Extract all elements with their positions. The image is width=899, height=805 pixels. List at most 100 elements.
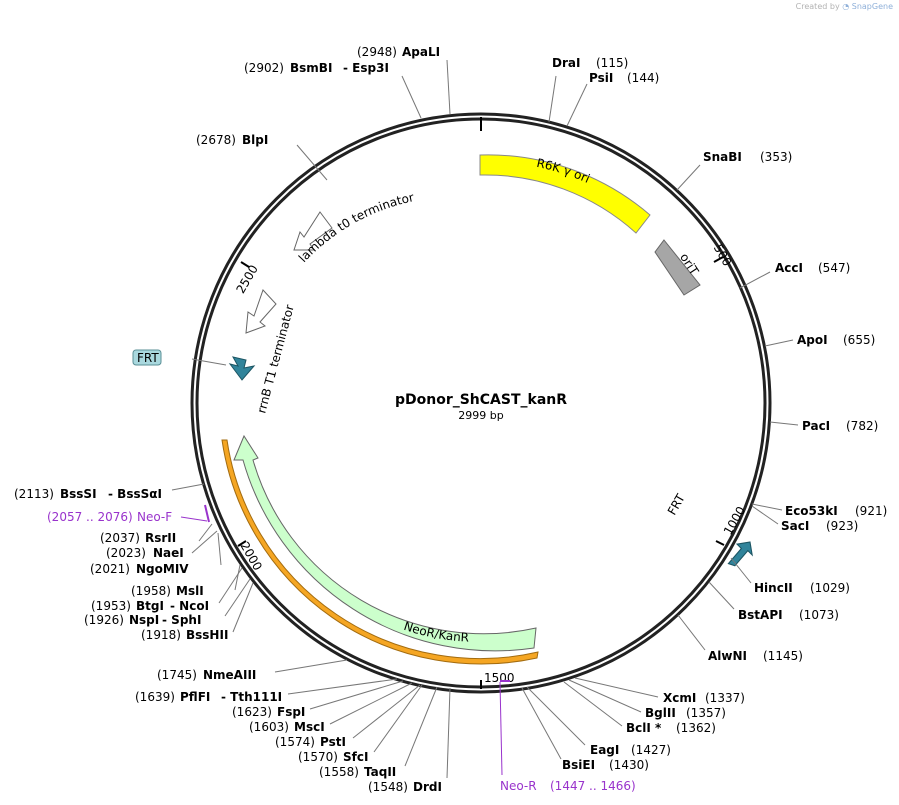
enzyme-name-2: - BssSαI bbox=[108, 487, 162, 501]
site-bsshii[interactable]: (1918) BssHII bbox=[141, 582, 254, 642]
site-bglii[interactable]: BglII (1357) bbox=[568, 679, 726, 720]
tick-1000-mark bbox=[715, 540, 725, 546]
enzyme-name: AccI bbox=[775, 261, 803, 275]
site-position: (1603) bbox=[249, 720, 289, 734]
frt-left-box-label: FRT bbox=[137, 351, 159, 365]
site-ngomiv[interactable]: (2021) NgoMIV bbox=[90, 532, 222, 576]
feature-rrnb-t1-terminator[interactable] bbox=[245, 289, 277, 334]
primer-neo-f[interactable]: (2057 .. 2076) Neo-F bbox=[47, 504, 210, 524]
feature-lambda-t0-terminator[interactable] bbox=[293, 211, 333, 251]
site-snabi[interactable]: SnaBI (353) bbox=[676, 150, 792, 191]
leader-line bbox=[191, 530, 218, 554]
enzyme-name: BssSI bbox=[60, 487, 97, 501]
enzyme-name: SnaBI bbox=[703, 150, 742, 164]
site-position: (1548) bbox=[368, 780, 408, 794]
site-eagi[interactable]: EagI (1427) bbox=[526, 686, 671, 757]
snapgene-logo-icon: ◔ bbox=[842, 2, 850, 11]
site-paci[interactable]: PacI (782) bbox=[769, 419, 878, 433]
site-position: (1362) bbox=[676, 721, 716, 735]
leader-line bbox=[563, 681, 623, 727]
site-rsrii[interactable]: (2037) RsrII bbox=[100, 523, 213, 545]
feature-neor-promoter-outline bbox=[221, 439, 539, 665]
site-alwni[interactable]: AlwNI (1145) bbox=[677, 614, 803, 663]
site-msci[interactable]: (1603) MscI bbox=[249, 682, 413, 734]
enzyme-name: DraI bbox=[552, 56, 580, 70]
feature-neor-kanr-label: NeoR/KanR bbox=[402, 619, 469, 645]
site-nmeaiii[interactable]: (1745) NmeAIII bbox=[157, 659, 348, 682]
feature-neor-kanr[interactable] bbox=[233, 434, 537, 652]
site-hincii[interactable]: HincII (1029) bbox=[730, 557, 850, 595]
feature-frt-left[interactable] bbox=[228, 356, 256, 381]
site-acci[interactable]: AccI (547) bbox=[739, 261, 850, 289]
site-taqii[interactable]: (1558) TaqII bbox=[319, 686, 438, 779]
enzyme-name: PflFI bbox=[180, 690, 210, 704]
primer-neo-f-name: Neo-F bbox=[137, 510, 172, 524]
enzyme-name: MscI bbox=[294, 720, 325, 734]
leader-line bbox=[446, 59, 451, 115]
site-drdi[interactable]: (1548) DrdI bbox=[368, 687, 451, 794]
enzyme-name: BlpI bbox=[242, 133, 268, 147]
leader-line bbox=[309, 680, 404, 710]
enzyme-name: BssHII bbox=[186, 628, 228, 642]
site-position: (1073) bbox=[799, 608, 839, 622]
enzyme-name: NspI bbox=[129, 613, 159, 627]
site-msli[interactable]: (1958) MslI bbox=[131, 564, 241, 598]
site-btgi[interactable]: (1953) BtgI - NcoI bbox=[91, 567, 243, 613]
site-eco53ki[interactable]: Eco53kI (921) bbox=[751, 503, 887, 518]
feature-frt-right[interactable] bbox=[727, 541, 753, 567]
site-drai[interactable]: DraI (115) bbox=[548, 56, 628, 123]
plasmid-name: pDonor_ShCAST_kanR bbox=[395, 392, 567, 408]
site-position: (1623) bbox=[232, 705, 272, 719]
site-bstapi[interactable]: BstAPI (1073) bbox=[708, 581, 839, 622]
feature-orit[interactable] bbox=[654, 239, 701, 296]
leader-line bbox=[274, 659, 348, 673]
site-apali[interactable]: (2948) ApaLI bbox=[357, 45, 451, 115]
enzyme-name: BclI * bbox=[626, 721, 662, 735]
site-sfci[interactable]: (1570) SfcI bbox=[298, 684, 423, 764]
leader-line bbox=[404, 686, 438, 767]
site-bcli[interactable]: BclI * (1362) bbox=[563, 681, 716, 735]
frt-left-box[interactable] bbox=[132, 349, 162, 366]
site-position: (2678) bbox=[196, 133, 236, 147]
feature-frt-right-label: FRT bbox=[665, 491, 688, 517]
site-xcmi[interactable]: XcmI (1337) bbox=[574, 677, 745, 705]
leader-line bbox=[373, 684, 423, 753]
site-nspi[interactable]: (1926) NspI - SphI bbox=[84, 578, 251, 627]
enzyme-name: BsmBI bbox=[290, 61, 332, 75]
leader-line bbox=[730, 557, 752, 584]
tick-500-label: 500 bbox=[711, 242, 735, 269]
leader-line bbox=[677, 614, 706, 651]
primer-neo-r[interactable]: Neo-R (1447 .. 1466) bbox=[499, 680, 636, 793]
site-pflfi[interactable]: (1639) PflFI - Tth111I bbox=[135, 678, 398, 704]
site-psti[interactable]: (1574) PstI bbox=[275, 684, 421, 749]
site-position: (1918) bbox=[141, 628, 181, 642]
site-bsiei[interactable]: BsiEI (1430) bbox=[521, 687, 649, 772]
credit-brand: SnapGene bbox=[851, 2, 893, 11]
leader-line bbox=[568, 679, 642, 713]
enzyme-name: ApaLI bbox=[402, 45, 440, 59]
feature-r6k-ori[interactable] bbox=[479, 154, 651, 234]
site-psii[interactable]: PsiI (144) bbox=[566, 71, 659, 127]
site-bsssi[interactable]: (2113) BssSI - BssSαI bbox=[14, 483, 205, 501]
enzyme-name: NgoMIV bbox=[136, 562, 189, 576]
tick-2000-mark bbox=[237, 540, 247, 547]
leader-line bbox=[708, 581, 735, 610]
tick-2500-mark bbox=[240, 261, 250, 268]
site-saci[interactable]: SacI (923) bbox=[751, 505, 858, 533]
leader-line bbox=[180, 516, 208, 522]
enzyme-name-2: - Tth111I bbox=[221, 690, 282, 704]
site-blpi[interactable]: (2678) BlpI bbox=[196, 133, 328, 181]
credit-prefix: Created by bbox=[795, 2, 840, 11]
site-naei[interactable]: (2023) NaeI bbox=[106, 530, 218, 560]
site-bsmbi[interactable]: (2902) BsmBI - Esp3I bbox=[244, 61, 422, 119]
leader-line bbox=[521, 687, 562, 760]
site-apoi[interactable]: ApoI (655) bbox=[764, 333, 875, 347]
site-position: (921) bbox=[855, 504, 887, 518]
site-position: (144) bbox=[627, 71, 659, 85]
site-position: (2902) bbox=[244, 61, 284, 75]
enzyme-name: BglII bbox=[645, 706, 676, 720]
enzyme-name: ApoI bbox=[797, 333, 828, 347]
site-fspi[interactable]: (1623) FspI bbox=[232, 680, 404, 719]
leader-line bbox=[499, 681, 503, 776]
